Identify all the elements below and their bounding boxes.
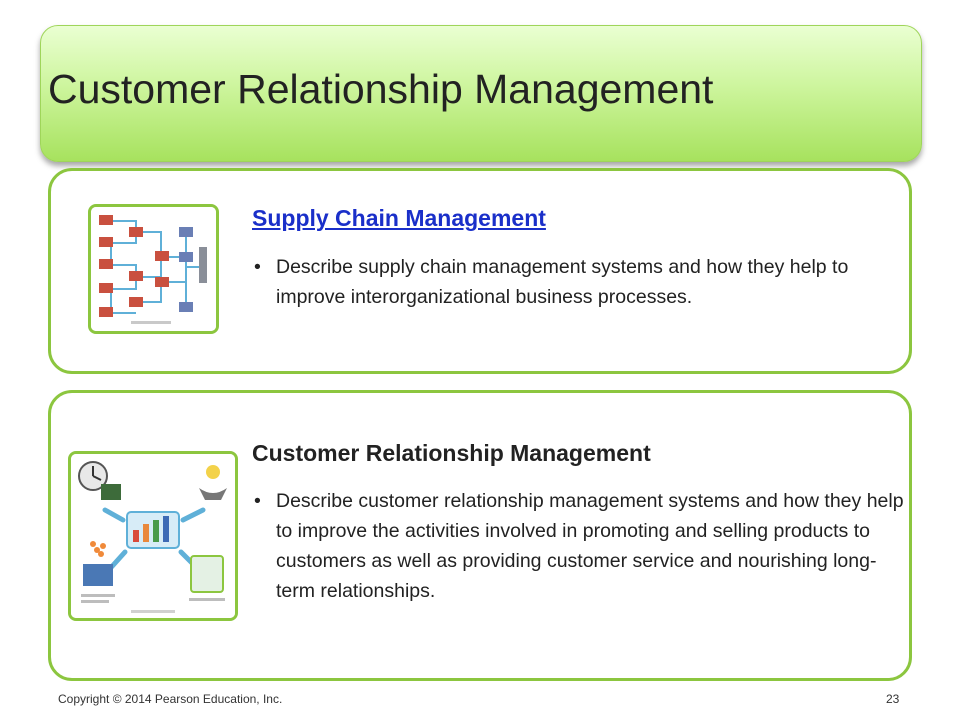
supply-chain-description: Describe supply chain management systems… bbox=[276, 256, 849, 308]
page-number: 23 bbox=[886, 692, 900, 706]
supply-chain-diagram-thumbnail bbox=[88, 204, 219, 334]
bullet-marker: • bbox=[254, 490, 261, 512]
crm-strategy-diagram-thumbnail bbox=[68, 451, 238, 621]
title-banner bbox=[40, 25, 922, 162]
copyright-footer: Copyright © 2014 Pearson Education, Inc. bbox=[58, 692, 283, 706]
crm-bullet: • Describe customer relationship managem… bbox=[252, 486, 907, 606]
crm-description: Describe customer relationship managemen… bbox=[276, 490, 904, 602]
crm-heading: Customer Relationship Management bbox=[252, 440, 651, 466]
supply-chain-bullet: • Describe supply chain management syste… bbox=[252, 252, 907, 312]
bullet-marker: • bbox=[254, 256, 261, 278]
slide-title: Customer Relationship Management bbox=[48, 66, 714, 112]
supply-chain-heading-link[interactable]: Supply Chain Management bbox=[252, 205, 546, 231]
